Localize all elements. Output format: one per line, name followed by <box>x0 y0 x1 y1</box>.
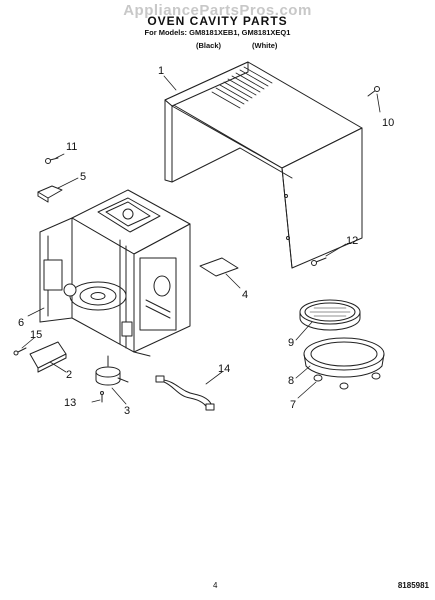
part-bracket-5 <box>37 185 63 203</box>
callout-13: 13 <box>64 397 76 409</box>
callout-3: 3 <box>124 405 130 417</box>
leader-lines <box>21 75 381 405</box>
part-screw-11 <box>45 157 59 164</box>
document-number: 8185981 <box>397 581 429 590</box>
color-white-label: (White) <box>252 41 278 50</box>
callout-6: 6 <box>18 317 24 329</box>
callout-5: 5 <box>80 171 86 183</box>
part-pad-4 <box>199 257 239 277</box>
callout-7: 7 <box>290 399 296 411</box>
callout-8: 8 <box>288 375 294 387</box>
oven-cavity-frame <box>39 189 191 357</box>
callout-14: 14 <box>218 363 230 375</box>
part-screw-12 <box>311 257 327 266</box>
part-screw-13 <box>100 391 104 403</box>
diagram-title: OVEN CAVITY PARTS <box>147 14 288 28</box>
callout-15: 15 <box>30 329 42 341</box>
part-motor-3 <box>95 355 129 386</box>
callout-1: 1 <box>158 65 164 77</box>
callout-12: 12 <box>346 235 358 247</box>
part-screw-10 <box>367 86 380 97</box>
page-number: 4 <box>213 581 218 590</box>
color-black-label: (Black) <box>196 41 222 50</box>
callout-2: 2 <box>66 369 72 381</box>
part-screw-15 <box>13 347 27 356</box>
callout-10: 10 <box>382 117 394 129</box>
part-cabinet-wrapper <box>164 61 363 269</box>
callout-11: 11 <box>66 141 77 153</box>
part-plate-2 <box>29 341 67 373</box>
part-turntable-tray-8 <box>303 337 385 378</box>
model-numbers: For Models: GM8181XEB1, GM8181XEQ1 <box>144 28 291 37</box>
part-support-7 <box>313 372 381 390</box>
watermark: AppliancePartsPros.com <box>123 2 312 19</box>
callout-numbers: 1 2 3 4 5 6 7 8 9 10 11 12 13 14 15 <box>18 65 394 417</box>
part-turntable-ring-9 <box>299 299 361 331</box>
callout-4: 4 <box>242 289 248 301</box>
part-wire-harness-14 <box>155 375 215 411</box>
callout-9: 9 <box>288 337 294 349</box>
